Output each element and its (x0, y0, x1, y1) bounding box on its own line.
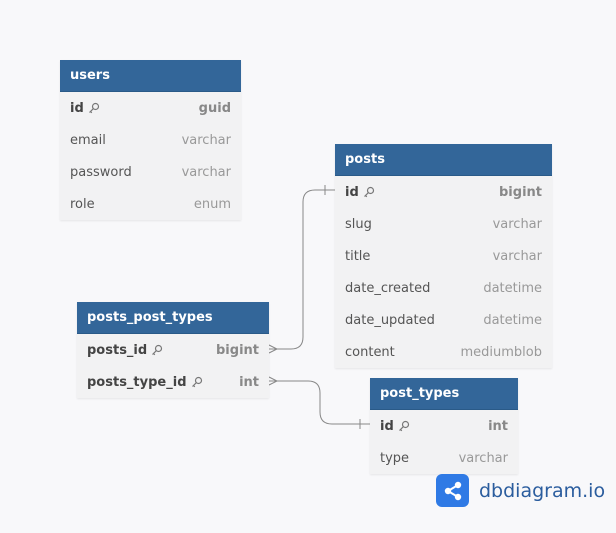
field-name: date_updated (345, 312, 435, 328)
key-icon (151, 344, 163, 356)
field-type: datetime (483, 280, 542, 296)
edge-post-type-id (269, 380, 370, 425)
edge-posts-id-many-marker (268, 344, 279, 354)
field-row[interactable]: password varchar (60, 156, 241, 188)
field-row[interactable]: role enum (60, 188, 241, 220)
table-posts[interactable]: posts id bigint slug varchar title varch… (335, 144, 552, 368)
field-name: id (380, 418, 394, 434)
logo-text: dbdiagram.io (479, 479, 606, 502)
table-post-types[interactable]: post_types id int type varchar (370, 378, 518, 474)
field-name: slug (345, 216, 372, 232)
field-name: type (380, 450, 410, 466)
table-header[interactable]: posts_post_types (77, 302, 269, 334)
field-name: posts_id (87, 342, 148, 358)
field-row[interactable]: content mediumblob (335, 336, 552, 368)
field-type: mediumblob (460, 344, 543, 360)
table-users[interactable]: users id guid email varchar password var… (60, 60, 241, 220)
share-icon (436, 474, 469, 507)
field-type: enum (193, 196, 231, 212)
field-row[interactable]: email varchar (60, 124, 241, 156)
field-type: varchar (458, 450, 508, 466)
edge-posts-id (269, 189, 335, 350)
key-icon (88, 102, 100, 114)
table-header[interactable]: post_types (370, 378, 518, 410)
field-row[interactable]: posts_id bigint (77, 334, 269, 366)
field-name: posts_type_id (87, 374, 187, 390)
field-type: guid (198, 100, 231, 116)
table-posts-post-types[interactable]: posts_post_types posts_id bigint posts_t… (77, 302, 269, 398)
field-name: id (345, 184, 359, 200)
field-row[interactable]: date_created datetime (335, 272, 552, 304)
table-header[interactable]: posts (335, 144, 552, 176)
field-name: password (70, 164, 132, 180)
field-type: varchar (492, 216, 542, 232)
field-type: datetime (483, 312, 542, 328)
field-type: bigint (216, 342, 259, 358)
field-type: varchar (181, 132, 231, 148)
field-row[interactable]: slug varchar (335, 208, 552, 240)
field-type: bigint (499, 184, 542, 200)
field-name: email (70, 132, 106, 148)
field-row[interactable]: posts_type_id int (77, 366, 269, 398)
field-type: int (488, 418, 508, 434)
field-row[interactable]: title varchar (335, 240, 552, 272)
key-icon (191, 376, 203, 388)
field-row[interactable]: type varchar (370, 442, 518, 474)
dbdiagram-logo[interactable]: dbdiagram.io (436, 474, 605, 507)
field-name: date_created (345, 280, 431, 296)
field-name: role (70, 196, 95, 212)
field-name: title (345, 248, 371, 264)
key-icon (363, 186, 375, 198)
key-icon (398, 420, 410, 432)
field-row[interactable]: id bigint (335, 176, 552, 208)
field-type: int (239, 374, 259, 390)
field-name: content (345, 344, 395, 360)
field-name: id (70, 100, 84, 116)
table-header[interactable]: users (60, 60, 241, 92)
field-type: varchar (181, 164, 231, 180)
edge-post-type-id-many-marker (268, 376, 279, 386)
field-row[interactable]: id guid (60, 92, 241, 124)
field-type: varchar (492, 248, 542, 264)
field-row[interactable]: id int (370, 410, 518, 442)
field-row[interactable]: date_updated datetime (335, 304, 552, 336)
